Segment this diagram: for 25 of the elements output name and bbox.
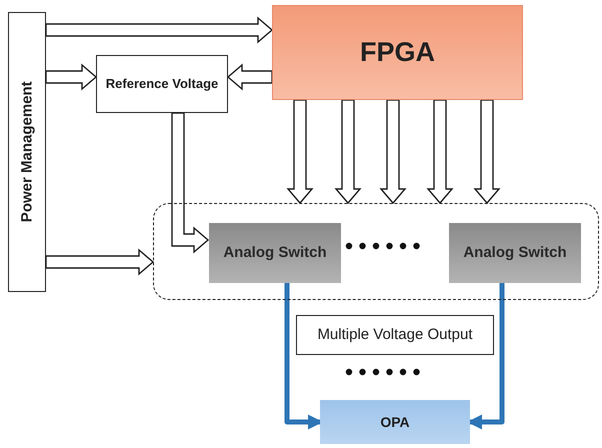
arrow [45, 248, 154, 276]
node-label: Analog Switch [462, 243, 568, 263]
node-label: FPGA [358, 36, 436, 69]
fpga-block [272, 5, 523, 100]
arrow [473, 99, 501, 204]
opa-box [320, 400, 470, 444]
arrow [45, 63, 98, 91]
arrow [426, 99, 454, 204]
group-boundary [153, 203, 599, 300]
output-box [296, 315, 494, 355]
arrow [226, 63, 273, 91]
switch-box [449, 223, 581, 283]
process-box [96, 55, 228, 113]
arrow [171, 112, 210, 254]
node-label: Analog Switch [222, 243, 328, 263]
arrow [334, 99, 362, 204]
vertical-label: Power Management [17, 82, 36, 222]
arrow [45, 16, 274, 44]
switch-box [209, 223, 341, 283]
power-block [8, 12, 46, 292]
node-label: Reference Voltage [104, 76, 220, 92]
arrow [286, 99, 314, 204]
arrow [379, 99, 407, 204]
node-label: Multiple Voltage Output [316, 325, 474, 345]
node-label: OPA [379, 412, 411, 432]
